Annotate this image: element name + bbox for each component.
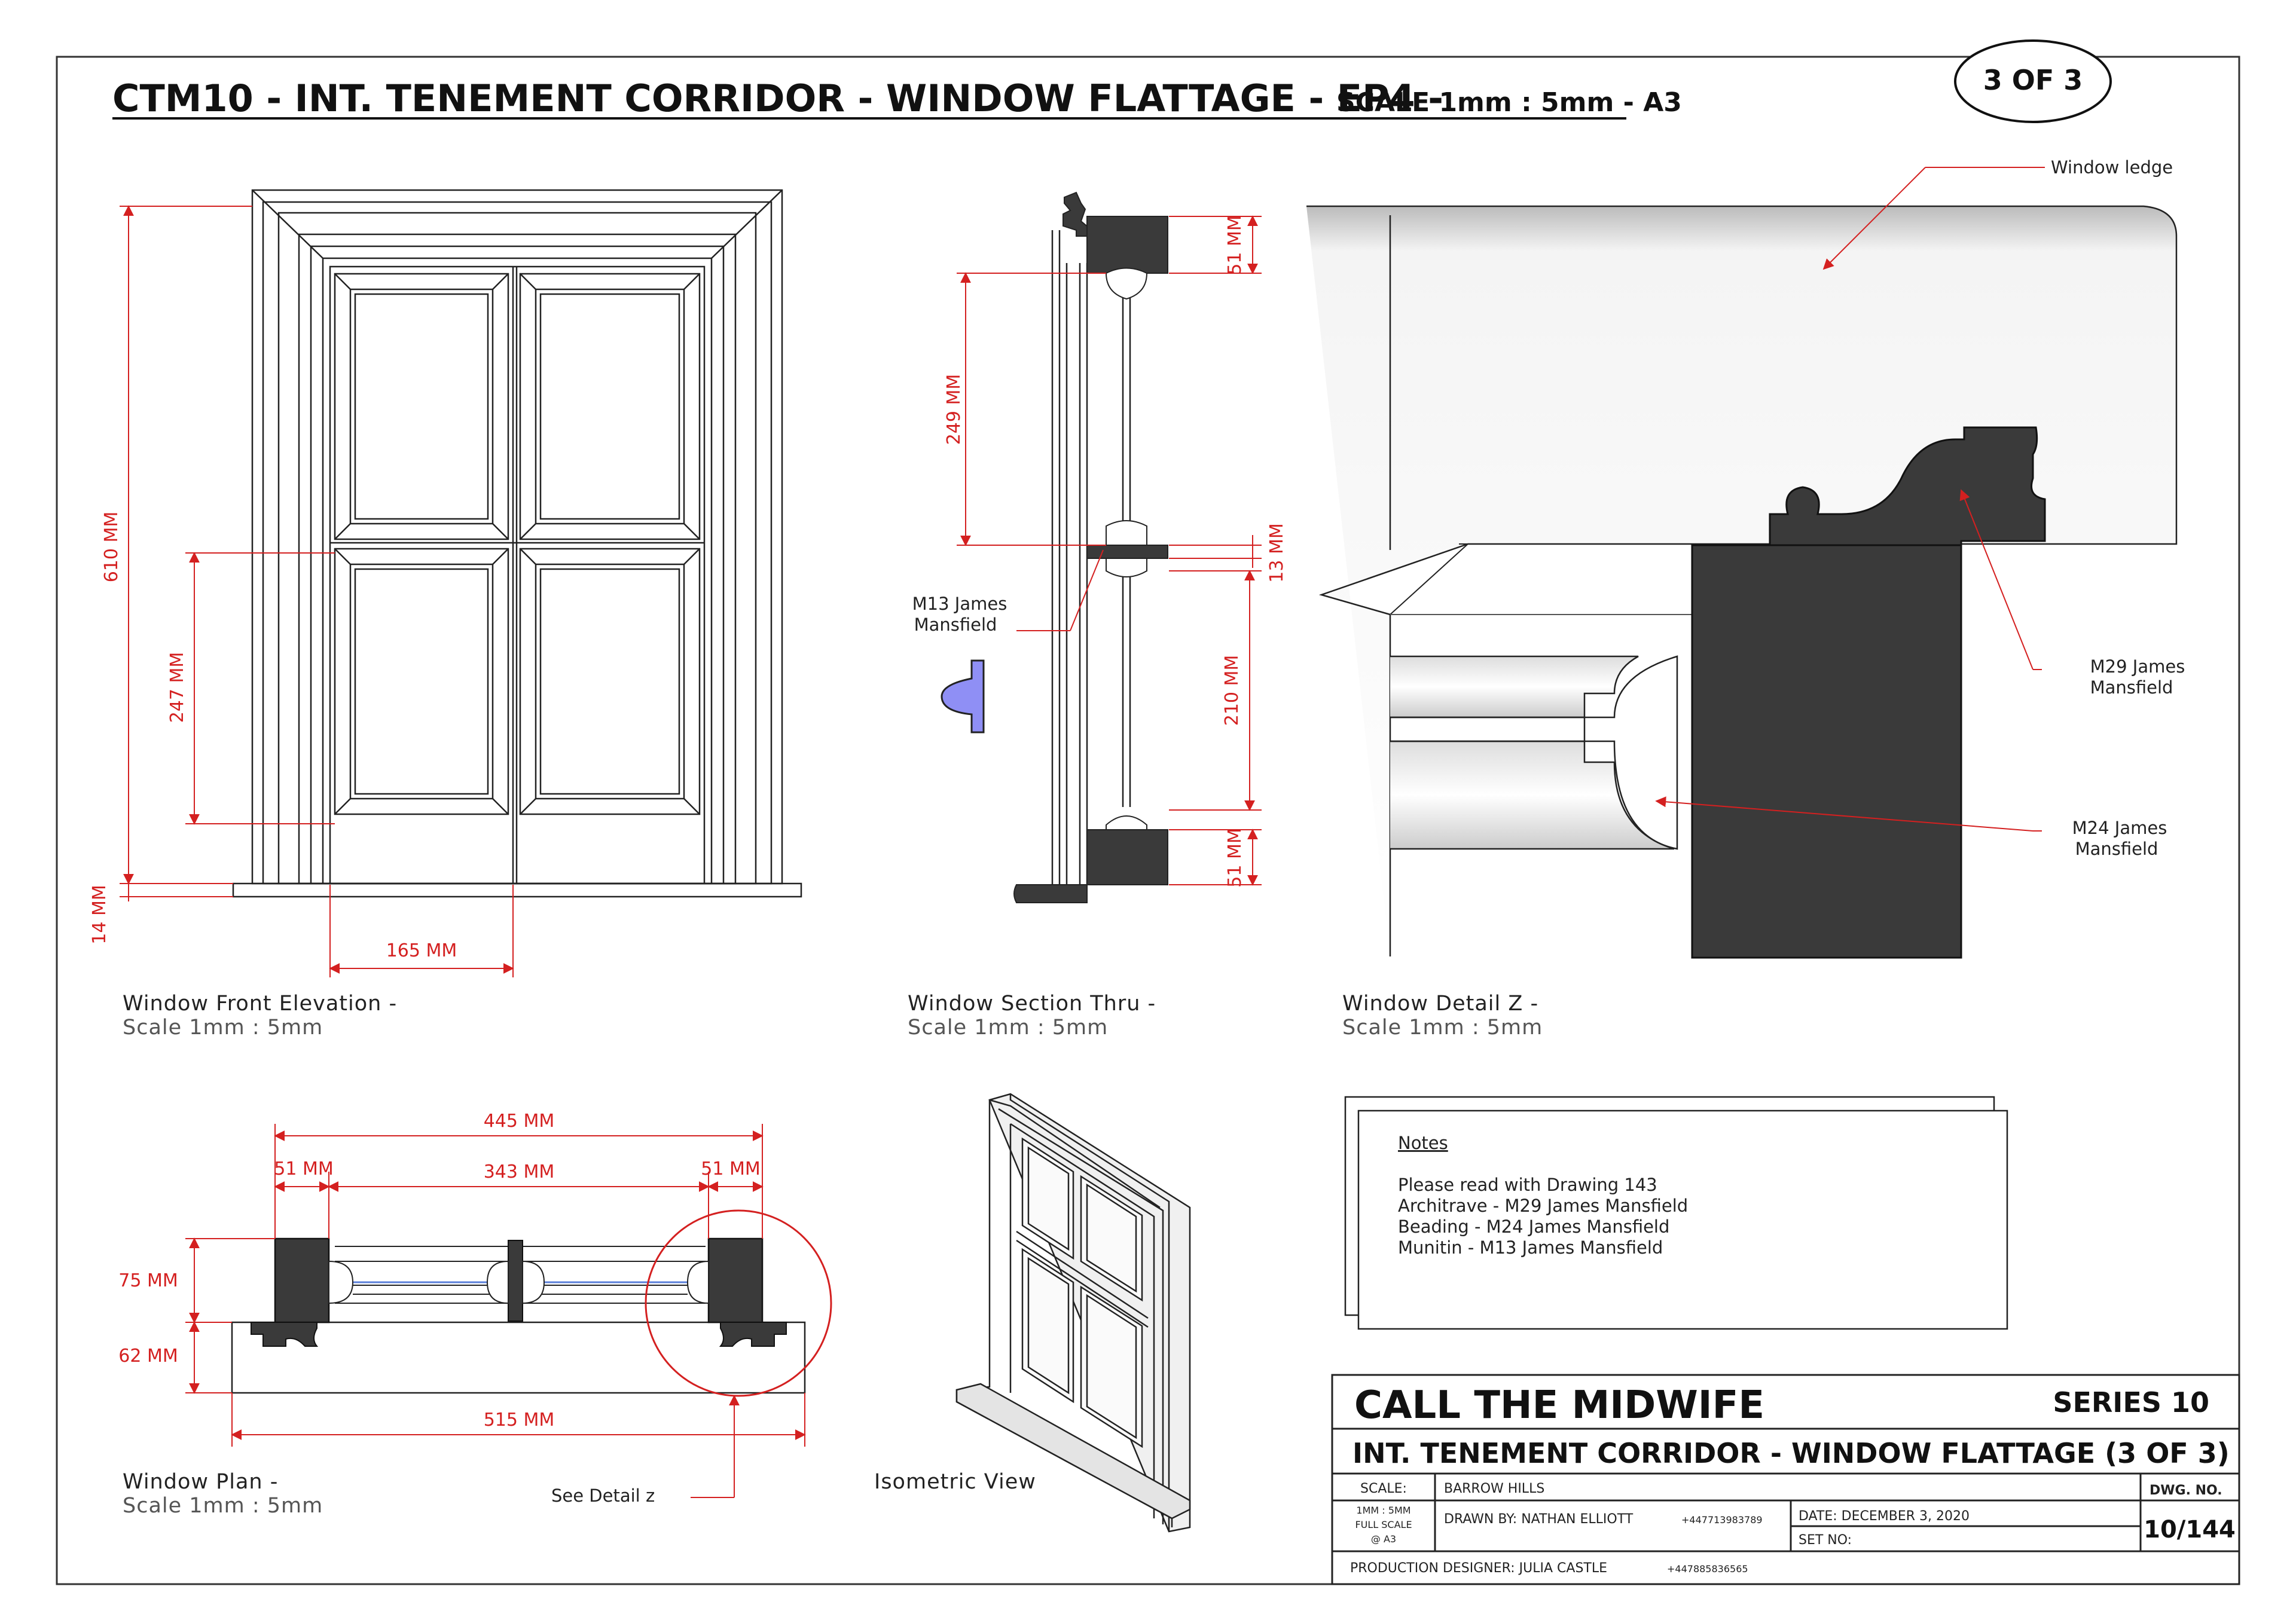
plan-mullion — [508, 1240, 523, 1322]
tb-drawn-phone: +447713983789 — [1681, 1514, 1763, 1526]
tb-set-no: SET NO: — [1799, 1533, 1852, 1548]
section-scale: Scale 1mm : 5mm — [908, 1016, 1108, 1040]
dim-plan-left-51: 51 MM — [274, 1159, 333, 1179]
pane-top-left — [334, 273, 509, 540]
tb-dwg-label: DWG. NO. — [2150, 1483, 2222, 1498]
plan-right-jamb — [707, 1237, 764, 1324]
plan-dimensions — [185, 1124, 806, 1498]
detail-z-scale: Scale 1mm : 5mm — [1342, 1016, 1543, 1040]
tb-drawn-by: DRAWN BY: NATHAN ELLIOTT — [1444, 1512, 1634, 1527]
sheet-border — [56, 56, 2240, 1585]
pane-bottom-left — [334, 548, 509, 815]
notes-heading: Notes — [1398, 1133, 1448, 1153]
isometric-caption: Isometric View — [874, 1470, 1036, 1494]
section-dimensions — [957, 215, 1262, 886]
label-window-ledge: Window ledge — [2051, 157, 2173, 178]
front-elevation-caption: Window Front Elevation - — [123, 992, 397, 1016]
tb-designer: PRODUCTION DESIGNER: JULIA CASTLE — [1350, 1561, 1607, 1576]
dim-plan-343: 343 MM — [484, 1162, 555, 1182]
dim-lower-247: 247 MM — [167, 652, 188, 723]
dim-section-top-51: 51 MM — [1225, 215, 1245, 274]
tb-designer-phone: +447885836565 — [1667, 1563, 1748, 1575]
dim-section-13: 13 MM — [1266, 523, 1287, 582]
pane-bottom-right — [519, 548, 701, 815]
muntin-label-line1: M13 James — [912, 594, 1007, 614]
notes-line-4: Munitin - M13 James Mansfield — [1398, 1237, 1663, 1258]
dim-width-165: 165 MM — [386, 940, 457, 961]
see-detail-label: See Detail z — [551, 1486, 655, 1506]
tb-drawing-title: INT. TENEMENT CORRIDOR - WINDOW FLATTAGE… — [1352, 1437, 2230, 1469]
muntin-label-line2: Mansfield — [914, 615, 997, 635]
dim-plan-445: 445 MM — [484, 1111, 555, 1132]
dim-section-210: 210 MM — [1222, 655, 1242, 726]
dim-plan-right-51: 51 MM — [701, 1159, 760, 1179]
sheet-badge-oval — [1954, 39, 2112, 123]
plan-caption: Window Plan - — [123, 1470, 278, 1494]
tb-location: BARROW HILLS — [1444, 1481, 1544, 1496]
label-beading-1: M24 James — [2072, 818, 2167, 838]
notes-line-1: Please read with Drawing 143 — [1398, 1175, 1657, 1195]
drawing-title: CTM10 - INT. TENEMENT CORRIDOR - WINDOW … — [112, 77, 1443, 120]
tb-date: DATE: DECEMBER 3, 2020 — [1799, 1509, 1970, 1524]
section-top-moulding — [1062, 191, 1089, 237]
window-section — [941, 191, 1168, 903]
section-bottom-rail — [1086, 829, 1168, 885]
section-caption: Window Section Thru - — [908, 992, 1156, 1016]
detail-frame-block — [1691, 544, 1962, 959]
detail-z-caption: Window Detail Z - — [1342, 992, 1538, 1016]
dim-plan-75: 75 MM — [118, 1270, 178, 1291]
window-plan — [231, 1209, 832, 1397]
section-meeting-rail — [1086, 545, 1168, 559]
window-detail-z — [1306, 205, 2178, 959]
tb-dwg-no: 10/144 — [2144, 1516, 2236, 1543]
section-sill — [1013, 884, 1088, 903]
notes-line-2: Architrave - M29 James Mansfield — [1398, 1196, 1688, 1216]
muntin-profile — [941, 659, 985, 733]
window-front-elevation — [232, 189, 802, 898]
plan-scale: Scale 1mm : 5mm — [123, 1494, 323, 1518]
title-block — [1331, 1374, 2240, 1585]
notes-line-3: Beading - M24 James Mansfield — [1398, 1217, 1669, 1237]
tb-show-name: CALL THE MIDWIFE — [1354, 1383, 1764, 1428]
tb-series: SERIES 10 — [2053, 1386, 2209, 1419]
architrave-moulding — [1769, 426, 2046, 546]
sheet-badge: 3 OF 3 — [1983, 64, 2083, 96]
section-head-rail — [1086, 216, 1168, 274]
plan-sill — [231, 1321, 806, 1394]
label-beading-2: Mansfield — [2075, 839, 2158, 859]
label-architrave-2: Mansfield — [2090, 677, 2173, 698]
detail-z-leaders — [1655, 167, 2045, 832]
plan-architrave-right — [719, 1322, 787, 1347]
tb-scale-2: FULL SCALE — [1355, 1519, 1412, 1530]
tb-scale-label: SCALE: — [1360, 1481, 1407, 1496]
front-elevation-dimensions — [120, 205, 514, 977]
beading-round — [1583, 655, 1678, 850]
dim-height-610: 610 MM — [101, 512, 122, 583]
tb-scale-3: @ A3 — [1371, 1533, 1396, 1545]
dim-plan-62: 62 MM — [118, 1346, 178, 1367]
pane-top-right — [519, 273, 701, 540]
dim-section-bottom-51: 51 MM — [1225, 828, 1245, 887]
tb-scale-1: 1MM : 5MM — [1356, 1505, 1410, 1516]
dim-section-249: 249 MM — [944, 374, 964, 445]
notes-box — [1344, 1096, 2008, 1330]
label-architrave-1: M29 James — [2090, 656, 2185, 677]
dim-plan-515: 515 MM — [484, 1410, 555, 1431]
front-elevation-scale: Scale 1mm : 5mm — [123, 1016, 323, 1040]
drawing-scale: SCALE 1mm : 5mm - A3 — [1336, 87, 1682, 118]
plan-left-jamb — [274, 1237, 330, 1324]
isometric-window — [955, 1093, 1191, 1533]
dim-sill-14: 14 MM — [89, 885, 110, 944]
beading-upper — [1390, 655, 1639, 719]
plan-architrave-left — [251, 1322, 319, 1347]
